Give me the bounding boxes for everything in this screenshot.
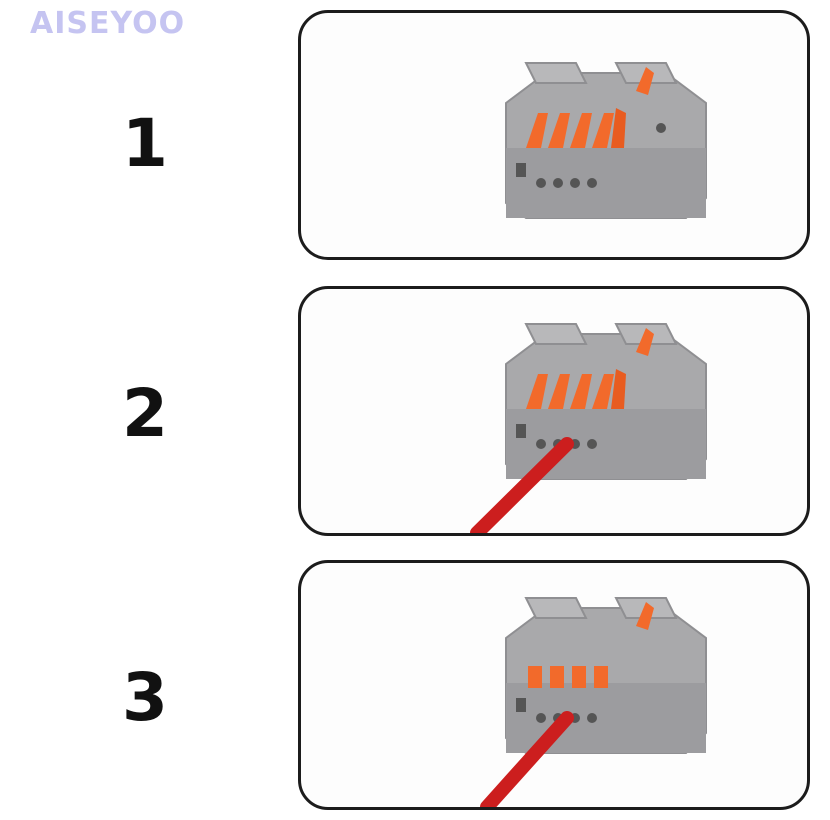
red-wire-icon <box>480 711 574 807</box>
wire-connector-icon <box>505 597 707 754</box>
red-wire-icon <box>470 437 574 533</box>
brand-logo: AISEYOO <box>30 6 186 41</box>
wire-connector-icon <box>505 323 707 480</box>
step-3-panel <box>298 560 810 810</box>
step-3-image <box>480 597 707 807</box>
wire-connector-icon <box>505 62 707 219</box>
step-2-image <box>470 323 707 533</box>
step-1-number: 1 <box>122 105 168 182</box>
step-3-number: 3 <box>122 659 168 736</box>
step-2-number: 2 <box>122 375 168 452</box>
step-1-panel <box>298 10 810 260</box>
step-2-panel <box>298 286 810 536</box>
step-1-image <box>505 62 707 219</box>
